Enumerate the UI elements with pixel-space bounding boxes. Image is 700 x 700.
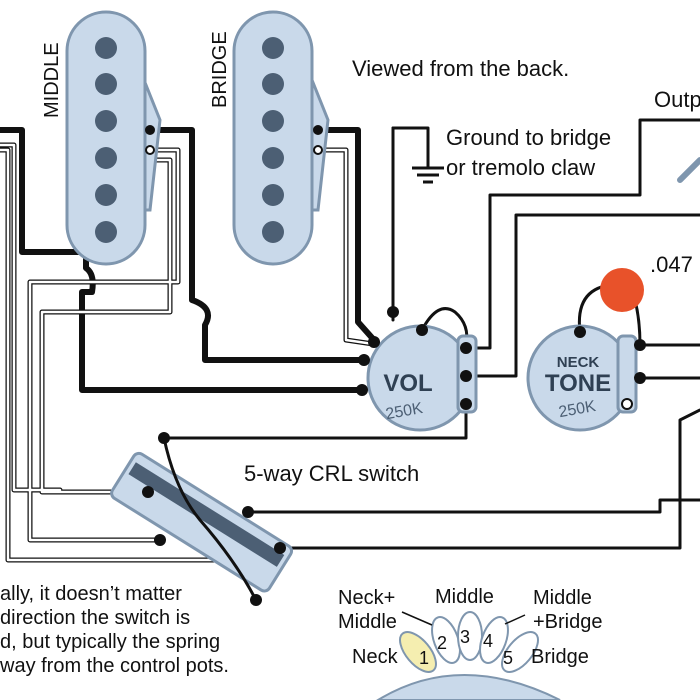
- position-label-middle: Middle: [435, 586, 494, 608]
- position-label-neck: Neck: [352, 646, 398, 668]
- tone-pot-value: 250K: [557, 398, 597, 421]
- five-way-switch: [110, 432, 294, 606]
- position-label-neck-middle: Neck+ Middle: [338, 587, 397, 633]
- bridge-pickup-label: BRIDGE: [209, 31, 231, 108]
- tone-pot-neck-label: NECK: [557, 354, 600, 371]
- switch-number-5: 5: [503, 648, 513, 668]
- output-label: Outp: [654, 87, 700, 112]
- middle-pickup-label: MIDDLE: [41, 42, 63, 118]
- switch-name: 5-way CRL switch: [244, 461, 420, 486]
- middle-pickup: [65, 10, 162, 266]
- middle-hot-wire: [147, 127, 367, 363]
- switch-position-indicator: [376, 611, 561, 700]
- viewed-from-note: Viewed from the back.: [352, 56, 570, 81]
- volume-pot: [356, 306, 478, 432]
- switch-number-2: 2: [437, 633, 447, 653]
- tone-capacitor: [600, 268, 644, 312]
- switch-tips: [399, 611, 539, 673]
- output-jack-hint: [677, 157, 700, 183]
- tone-pot: [526, 324, 646, 432]
- bridge-hot-wire: [315, 127, 377, 343]
- thin-wires: [162, 118, 700, 550]
- ground-note-line2: or tremolo claw: [446, 155, 596, 180]
- capacitor-value: .047: [650, 252, 693, 277]
- pickup-lead-dots: [145, 125, 323, 135]
- volume-pot-value: 250K: [384, 400, 424, 423]
- switch-number-4: 4: [483, 631, 493, 651]
- orientation-note: ally, it doesn’t matter direction the sw…: [0, 583, 229, 677]
- position-label-bridge: Bridge: [531, 646, 589, 668]
- position-label-middle-bridge: Middle +Bridge: [533, 587, 603, 633]
- ground-note-line1: Ground to bridge: [446, 125, 612, 150]
- switch-number-1: 1: [419, 648, 429, 668]
- ground-symbol: [412, 160, 444, 184]
- volume-pot-name: VOL: [383, 370, 432, 397]
- switch-wire: [162, 437, 258, 601]
- wires: [0, 118, 700, 563]
- pickup-lead-dots-white: [145, 145, 323, 155]
- middle-pole-pieces: [95, 37, 117, 243]
- tone-pot-name: TONE: [545, 370, 611, 397]
- switch-number-3: 3: [460, 627, 470, 647]
- white-wire-cores: [0, 143, 382, 562]
- bridge-pole-pieces: [262, 37, 284, 243]
- bridge-pickup: [232, 10, 330, 266]
